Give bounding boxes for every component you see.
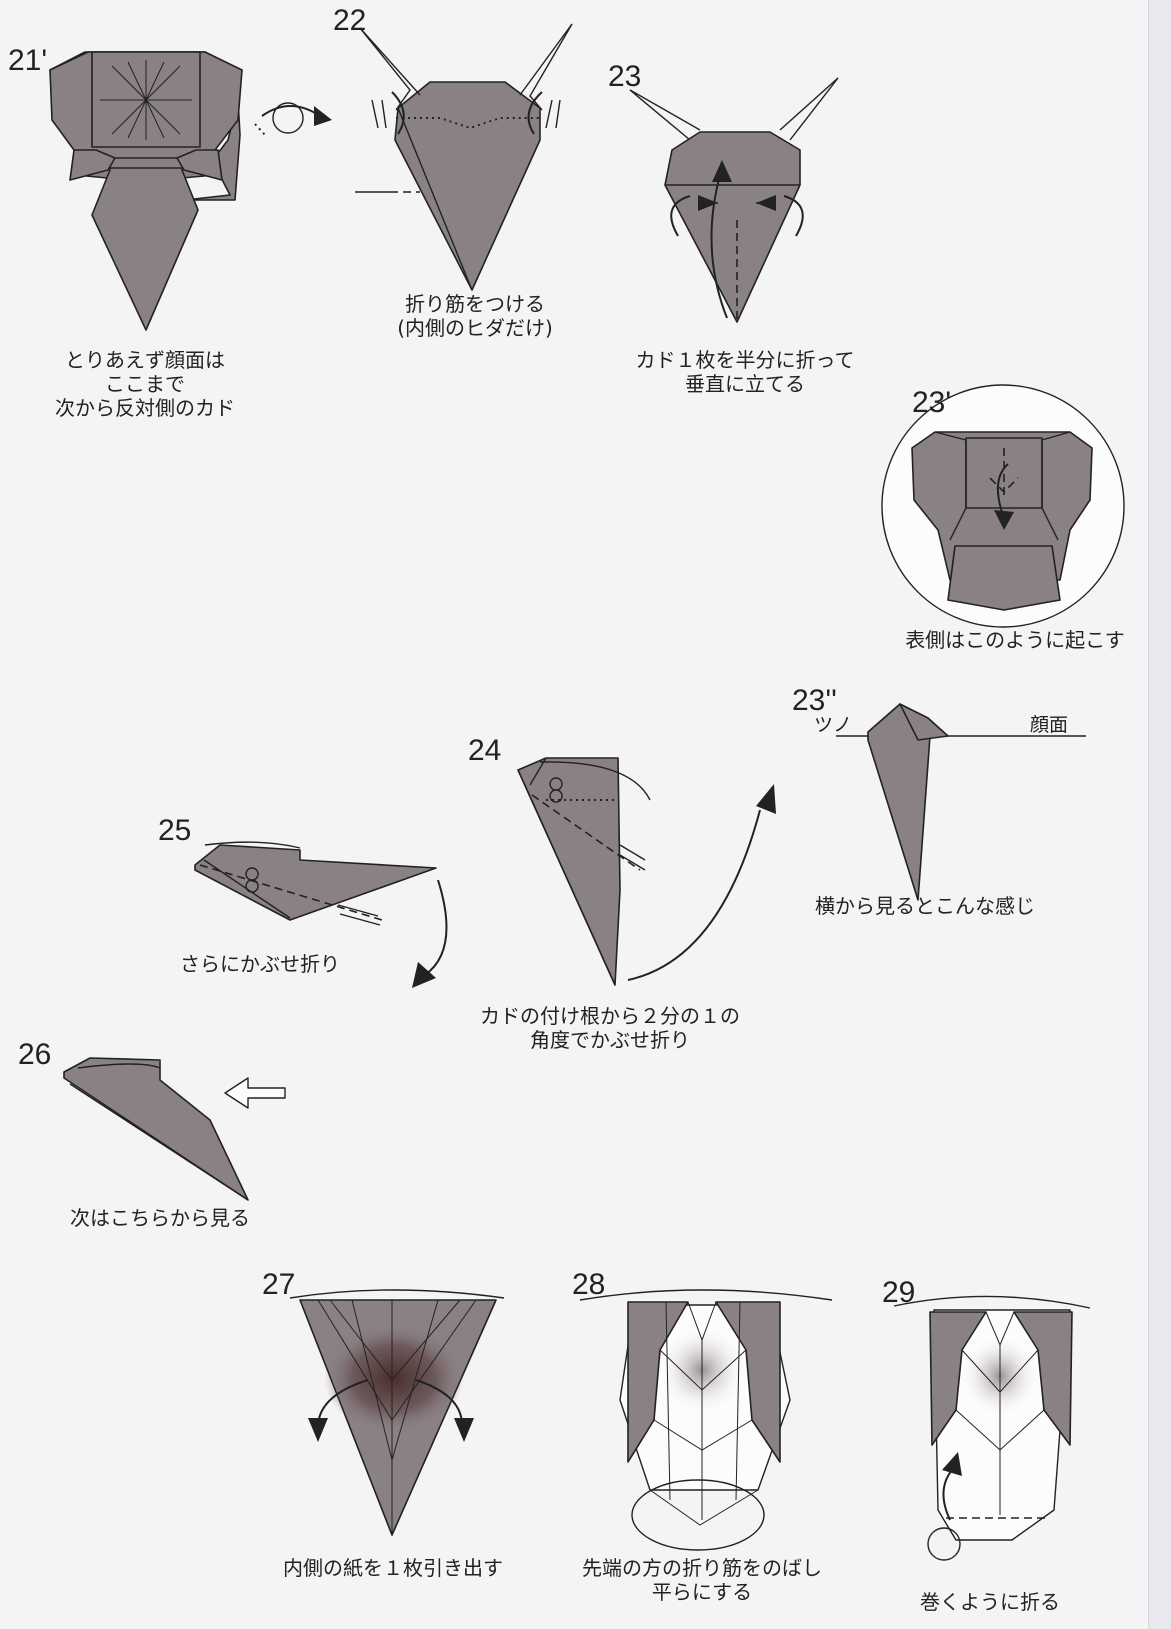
step-23-caption: カド１枚を半分に折って 垂直に立てる [600, 348, 890, 396]
caption-line: 先端の方の折り筋をのばし [582, 1556, 822, 1580]
step-24-number: 24 [468, 734, 502, 767]
step-23-figure [629, 77, 839, 323]
caption-line: とりあえず顔面は [65, 348, 225, 372]
caption-line: 角度でかぶせ折り [530, 1028, 690, 1052]
step-27-figure [289, 1289, 505, 1537]
caption-line: 内側の紙を１枚引き出す [283, 1556, 503, 1580]
caption-line: ここまで [105, 372, 185, 396]
caption-line: 次から反対側のカド [55, 396, 235, 420]
step-25-figure [194, 841, 448, 988]
turn-over-arrow [254, 102, 332, 136]
step-25-caption: さらにかぶせ折り [150, 952, 370, 976]
book-page-edge [1148, 0, 1171, 1629]
step-23pp-number: 23'' [792, 684, 837, 717]
step-23p-caption: 表側はこのように起こす [880, 628, 1150, 652]
step-26-caption: 次はこちらから見る [40, 1206, 280, 1230]
caption-line: 巻くように折る [920, 1590, 1060, 1614]
step-26-number: 26 [18, 1038, 52, 1071]
caption-line: さらにかぶせ折り [180, 952, 340, 976]
caption-line: カド１枚を半分に折って [635, 348, 855, 372]
step-24-caption: カドの付け根から２分の１の 角度でかぶせ折り [440, 1004, 780, 1052]
step-28-caption: 先端の方の折り筋をのばし 平らにする [552, 1556, 852, 1604]
step-27-caption: 内側の紙を１枚引き出す [248, 1556, 538, 1580]
step-23pp-figure [836, 703, 1086, 901]
step-22-figure [355, 23, 573, 291]
step-23p-figure [881, 384, 1125, 628]
step-28-number: 28 [572, 1268, 606, 1301]
step-27-number: 27 [262, 1268, 296, 1301]
step-23-number: 23 [608, 60, 642, 93]
step-23pp-caption: 横から見るとこんな感じ [790, 894, 1060, 918]
step-21p-figure [49, 51, 243, 331]
step-25-number: 25 [158, 814, 192, 847]
step-23p-number: 23' [912, 386, 952, 419]
caption-line: 平らにする [651, 1580, 753, 1604]
caption-line: カドの付け根から２分の１の [480, 1004, 740, 1028]
step-21p-caption: とりあえず顔面は ここまで 次から反対側のカド [20, 348, 270, 420]
step-29-caption: 巻くように折る [900, 1590, 1080, 1614]
caption-line: 表側はこのように起こす [905, 628, 1125, 652]
caption-line: 横から見るとこんな感じ [815, 894, 1035, 918]
step-29-figure [893, 1295, 1091, 1561]
step-22-number: 22 [333, 4, 367, 37]
step-22-caption: 折り筋をつける (内側のヒダだけ) [365, 292, 585, 340]
caption-line: 次はこちらから見る [70, 1206, 250, 1230]
caption-line: (内側のヒダだけ) [397, 316, 553, 340]
caption-line: 折り筋をつける [405, 292, 545, 316]
caption-line: 垂直に立てる [685, 372, 805, 396]
step-28-figure [579, 1289, 833, 1551]
horn-label: ツノ [814, 714, 853, 736]
step-29-number: 29 [882, 1276, 916, 1309]
step-24-figure [517, 757, 776, 986]
step-21p-number: 21' [8, 44, 48, 77]
step-26-figure [63, 1057, 286, 1201]
face-label: 顔面 [1030, 714, 1069, 736]
